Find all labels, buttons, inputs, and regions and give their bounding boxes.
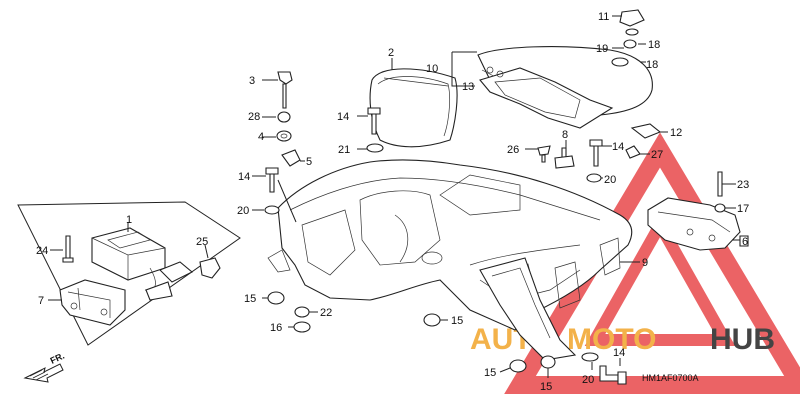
- connector-part: [145, 261, 193, 301]
- label-4: 4: [258, 131, 264, 143]
- label-1: 1: [126, 214, 132, 226]
- label-23: 23: [737, 179, 749, 191]
- label-16: 16: [270, 322, 282, 334]
- label-28: 28: [248, 111, 260, 123]
- label-15d: 15: [540, 381, 552, 393]
- label-12: 12: [670, 127, 682, 139]
- label-15c: 15: [484, 367, 496, 379]
- label-9: 9: [642, 257, 648, 269]
- clip-part: [199, 257, 221, 279]
- top-cover-part: [477, 46, 653, 129]
- label-14a: 14: [337, 111, 349, 123]
- label-18b: 18: [646, 59, 658, 71]
- inset-box: [17, 201, 241, 346]
- label-20b: 20: [604, 174, 616, 186]
- pin-part: [62, 235, 74, 263]
- label-14d: 14: [613, 347, 625, 359]
- watermark-text-hub: HUB: [710, 323, 775, 356]
- side-cover-part: [479, 257, 577, 361]
- bracket-part: [59, 279, 126, 326]
- label-27: 27: [651, 149, 663, 161]
- label-17: 17: [737, 203, 749, 215]
- watermark-text-moto: MOTO: [567, 323, 656, 356]
- label-20a: 20: [237, 205, 249, 217]
- leader-lines: [252, 15, 740, 378]
- label-15a: 15: [244, 293, 256, 305]
- label-19: 19: [596, 43, 608, 55]
- label-5: 5: [306, 156, 312, 168]
- label-18a: 18: [648, 39, 660, 51]
- label-13: 13: [462, 81, 474, 93]
- direction-label: FR.: [49, 351, 66, 366]
- front-direction-arrow: FR.: [23, 351, 66, 383]
- label-24: 24: [36, 245, 48, 257]
- label-3: 3: [249, 75, 255, 87]
- label-2: 2: [388, 47, 394, 59]
- label-7: 7: [38, 295, 44, 307]
- label-22: 22: [320, 307, 332, 319]
- label-8: 8: [562, 129, 568, 141]
- label-21: 21: [338, 144, 350, 156]
- meter-visor-part: [369, 68, 458, 148]
- label-20c: 20: [582, 374, 594, 386]
- label-14b: 14: [238, 171, 250, 183]
- fasteners: [264, 9, 726, 385]
- label-11: 11: [598, 11, 609, 23]
- label-6: 6: [742, 236, 748, 248]
- diagram-code: HM1AF0700A: [642, 373, 699, 383]
- part-labels: 1 2 3 4 5 6 7 8 9 10 11 12 13 14 14 14 1…: [36, 11, 749, 393]
- watermark-triangle-inner: [584, 212, 736, 346]
- label-26: 26: [507, 144, 519, 156]
- label-10: 10: [426, 63, 438, 75]
- label-15b: 15: [451, 315, 463, 327]
- module-part: [91, 227, 166, 281]
- label-14c: 14: [612, 141, 624, 153]
- label-25: 25: [196, 236, 208, 248]
